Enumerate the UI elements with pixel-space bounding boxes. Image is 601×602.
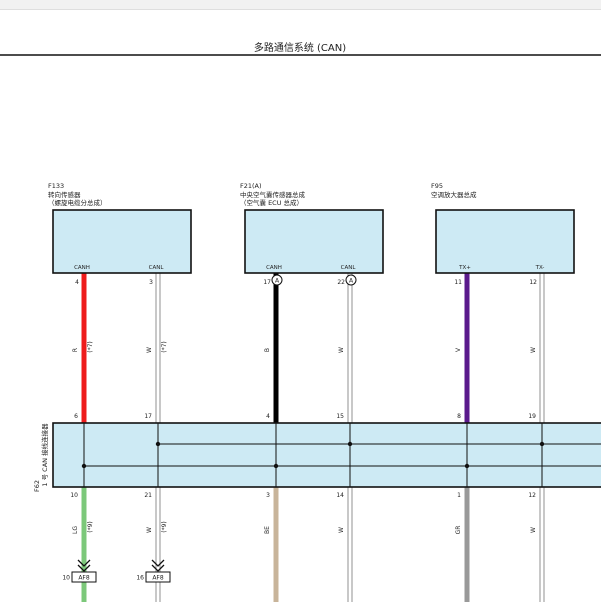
upper-wire-note-0-1: (*7)	[161, 341, 168, 353]
junction-bottom-pin-0: 10	[70, 492, 78, 499]
junction-bottom-pin-1: 21	[144, 492, 152, 499]
junction-top-pin-5: 19	[528, 413, 536, 420]
connector-circle-1-1	[345, 274, 357, 286]
connector-chevron-0-0	[77, 559, 91, 567]
page-title: 多路通信系统 (CAN)	[254, 41, 346, 54]
component-box-2	[435, 209, 575, 274]
component-code-0: F133	[48, 182, 64, 190]
connector-circle-1-0	[271, 274, 283, 286]
component-code-1: F21(A)	[240, 182, 262, 190]
lower-wire-color-3: W	[338, 527, 345, 533]
junction-bottom-pin-5: 12	[528, 492, 536, 499]
junction-dot-4	[464, 463, 470, 469]
pin-number-1-0: 17	[263, 279, 271, 286]
junction-code: F62	[33, 480, 41, 492]
pin-label-0-0: CANH	[74, 265, 90, 271]
junction-top-pin-2: 4	[266, 413, 270, 420]
inline-connector-pin-1: 16	[136, 575, 144, 582]
pin-label-0-1: CANL	[149, 265, 165, 271]
component-code-2: F95	[431, 182, 443, 190]
pin-number-1-1: 22	[337, 279, 345, 286]
junction-bottom-pin-2: 3	[266, 492, 270, 499]
upper-wire-color-0-1: W	[146, 347, 153, 353]
pin-number-0-1: 3	[149, 279, 153, 286]
lower-wire-note-0: (*9)	[87, 521, 94, 533]
component-box-0	[52, 209, 192, 274]
upper-wire-color-1-0: B	[264, 348, 271, 352]
inline-connector-name-0: AF8	[78, 575, 90, 582]
junction-top-pin-1: 17	[144, 413, 152, 420]
junction-top-pin-0: 6	[74, 413, 78, 420]
inline-connector-box-0	[71, 571, 97, 583]
pin-label-2-1: TX-	[535, 265, 545, 271]
inline-connector-box-1	[145, 571, 171, 583]
junction-bottom-pin-3: 14	[336, 492, 344, 499]
upper-wire-color-2-1: W	[530, 347, 537, 353]
junction-dot-5	[539, 441, 545, 447]
junction-dot-2	[273, 463, 279, 469]
viewer-top-bar	[0, 0, 601, 10]
junction-top-pin-4: 8	[457, 413, 461, 420]
component-box-1	[244, 209, 384, 274]
component-name-2: 空调放大器总成	[431, 190, 477, 199]
junction-dot-0	[81, 463, 87, 469]
upper-wire-note-0-0: (*7)	[87, 341, 94, 353]
pin-label-1-0: CANH	[266, 265, 282, 271]
lower-wire-color-0: LG	[72, 526, 79, 534]
lower-wire-note-1: (*9)	[161, 521, 168, 533]
pin-number-2-0: 11	[454, 279, 462, 286]
connector-label-1-0: A	[275, 278, 280, 285]
inline-connector-pin-0: 10	[62, 575, 70, 582]
pin-number-0-0: 4	[75, 279, 79, 286]
connector-chevron-1-0	[151, 559, 165, 567]
connector-label-1-1: A	[349, 278, 354, 285]
junction-box	[52, 422, 601, 488]
junction-dot-1	[155, 441, 161, 447]
junction-bottom-pin-4: 1	[457, 492, 461, 499]
lower-wire-color-5: W	[530, 527, 537, 533]
lower-wire-color-4: GR	[455, 526, 462, 535]
connector-chevron-1-1	[151, 564, 165, 572]
component-subname-0: （螺旋电缆分总成）	[48, 198, 107, 207]
junction-name: 1 号 CAN 接线连接器	[40, 423, 49, 487]
junction-dot-3	[347, 441, 353, 447]
upper-wire-color-0-0: R	[72, 348, 79, 352]
component-name-1: 中央空气囊传感器总成	[240, 190, 306, 199]
lower-wire-color-2: BE	[264, 526, 271, 534]
inline-connector-name-1: AF8	[152, 575, 164, 582]
pin-number-2-1: 12	[529, 279, 537, 286]
connector-chevron-0-1	[77, 564, 91, 572]
component-subname-1: （空气囊 ECU 总成）	[240, 198, 303, 207]
pin-label-1-1: CANL	[341, 265, 357, 271]
upper-wire-color-1-1: W	[338, 347, 345, 353]
component-name-0: 转向传感器	[48, 190, 81, 199]
upper-wire-color-2-0: V	[455, 347, 462, 352]
junction-top-pin-3: 15	[336, 413, 344, 420]
lower-wire-color-1: W	[146, 527, 153, 533]
pin-label-2-0: TX+	[458, 265, 471, 271]
